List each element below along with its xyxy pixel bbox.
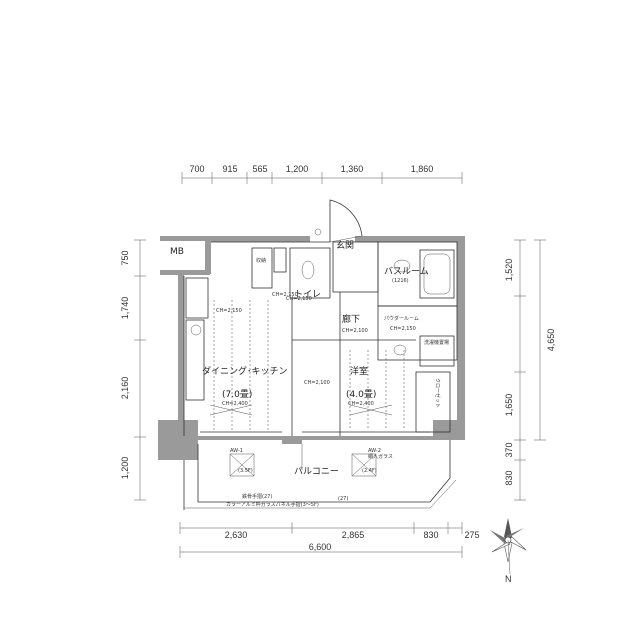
right-dim-3: 370 [504,442,514,457]
railing-note-1: 鉄骨手摺(27) [242,493,272,500]
compass-north-label: N [505,574,512,584]
left-dim-4: 1,200 [120,457,130,480]
left-dim-2: 1,740 [120,297,130,320]
top-dim-3: 565 [252,164,267,174]
top-dim-5: 1,360 [341,164,364,174]
bottom-dim-1: 2,630 [225,530,248,540]
top-dim-4: 1,200 [286,164,309,174]
washer-label: 洗濯機置場 [424,339,449,346]
left-dim-1: 750 [120,250,130,265]
closet-label: クローゼット [434,378,441,408]
western-size: (4.0畳) [346,389,376,400]
dining-size: (7.0畳) [222,389,252,400]
toilet-ceiling: CH=2,150 [286,296,312,302]
corridor-ceiling: CH=2,100 [342,328,368,334]
entrance-door [314,199,363,243]
bottom-dim-2: 2,865 [342,530,365,540]
interior-partitions [183,241,458,436]
powder-ceiling: CH=2,150 [390,326,416,332]
window-aw2-label: AW-2 [368,448,381,454]
window-aw1-label: AW-1 [230,448,243,454]
toilet-label: トイレ [294,290,321,300]
railing-mark: (27) [338,496,348,502]
mb-label: MB [170,247,184,257]
storage-label: 収納 [256,257,266,264]
right-dimension-line: 1,520 1,650 370 830 4,650 [504,239,556,501]
compass-icon [490,518,527,575]
left-dimension-line: 750 1,740 2,160 1,200 [120,239,146,501]
western-label: 洋室 [350,365,368,377]
walls [158,236,465,460]
top-dim-2: 915 [222,164,237,174]
corridor-label: 廊下 [342,313,360,325]
top-dim-1: 700 [189,164,204,174]
left-dim-3: 2,160 [120,377,130,400]
total-width-dim: 6,600 [309,542,332,552]
right-dim-1: 1,520 [504,259,514,282]
genkan-label: 玄関 [336,239,354,251]
right-dim-4: 830 [504,470,514,485]
balcony-label: バルコニー [294,466,339,477]
bottom-dim-4: 275 [464,530,479,540]
window-aw2-note: 網入ガラス [368,453,393,460]
window-aw2-size: (2.4F) [362,468,377,474]
dining-ceiling: CH=2,400 [222,401,248,407]
bathroom-size: (1216) [392,278,409,284]
bottom-dimension-line: 2,630 2,865 830 275 6,600 [179,522,480,558]
top-dim-6: 1,860 [411,164,434,174]
bathroom-label: バスルーム [384,266,429,277]
top-dimension-line: 700 915 565 1,200 1,360 1,860 [181,164,463,184]
sink-ceiling: CH=2,150 [272,292,298,298]
right-total-dim: 4,650 [546,329,556,352]
balcony [183,440,457,510]
window-aw1-size: (3.5F) [238,468,253,474]
western-ceiling: CH=2,400 [348,401,374,407]
kitchen-ceiling: CH=2,150 [216,308,242,314]
dining-label: ダイニング･キッチン [202,365,288,377]
railing-note-2: カラーアルミ枠ガラスパネル手摺(3～5F) [226,501,319,508]
main-ceiling: CH=2,100 [304,380,330,386]
right-dim-2: 1,650 [504,394,514,417]
bottom-dim-3: 830 [423,530,438,540]
powder-label: パウダールーム [384,315,419,322]
